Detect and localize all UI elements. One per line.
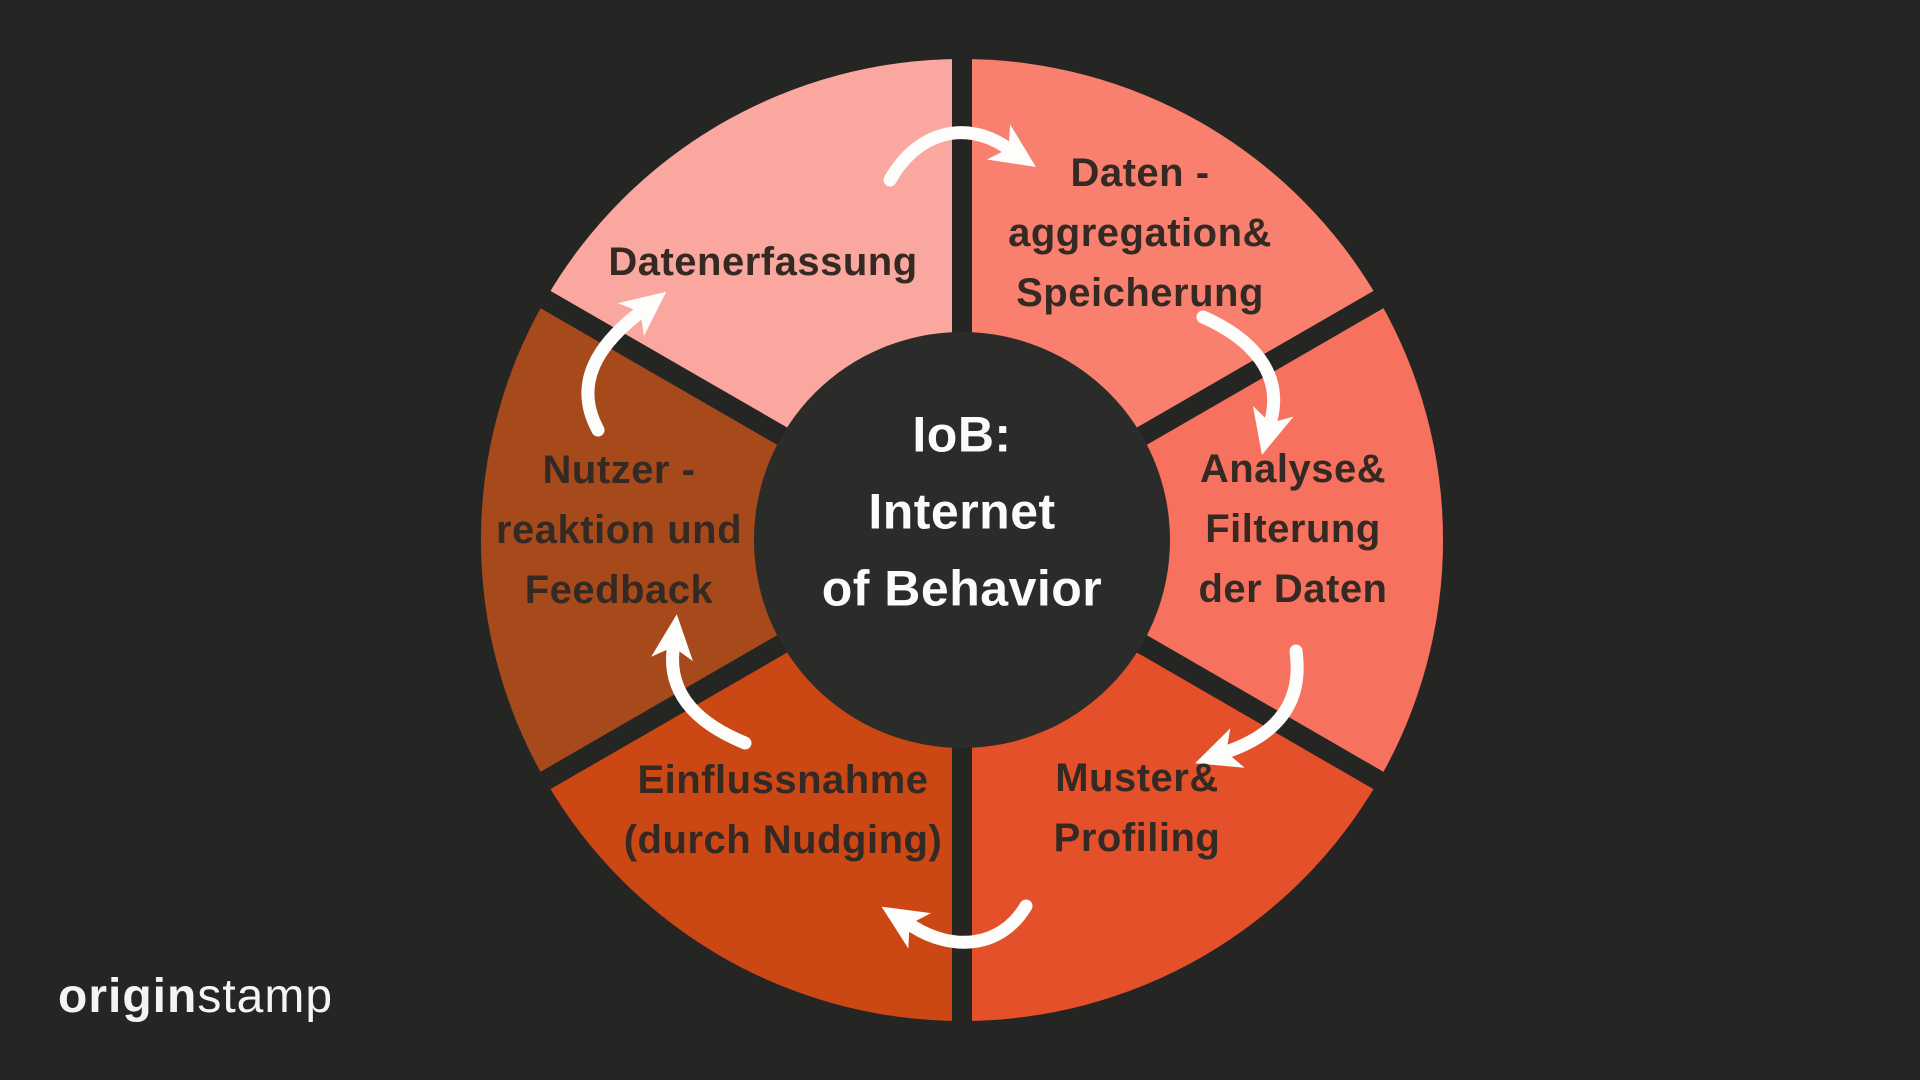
segment-label-line: Analyse& <box>1199 447 1387 491</box>
sector-nutzerreaktion-und-feedback <box>480 299 962 781</box>
segment-label-muster-profiling: Muster& Profiling <box>1054 748 1221 868</box>
segment-label-line: aggregation& <box>1008 211 1272 255</box>
center-title-line: Internet <box>868 483 1056 540</box>
cycle-arrow-2-icon <box>1196 310 1294 455</box>
segment-label-einflussnahme: Einflussnahme (durch Nudging) <box>624 750 943 870</box>
sector-analyse-filterung-der-daten <box>962 299 1444 781</box>
cycle-arrow-3-icon <box>1195 644 1304 768</box>
segment-label-line: Nutzer - <box>542 448 696 492</box>
cycle-arrow-1-icon <box>883 124 1036 187</box>
cycle-arrow-5-icon <box>651 614 752 750</box>
segment-label-line: Profiling <box>1053 816 1221 860</box>
segment-label-line: Feedback <box>524 568 714 612</box>
segment-label-line: Datenerfassung <box>608 240 918 284</box>
segment-label-line: Filterung <box>1205 507 1381 551</box>
segment-label-line: Einflussnahme <box>637 758 929 802</box>
segment-label-datenerfassung: Datenerfassung <box>608 232 917 292</box>
segment-label-datenaggregation-speicherung: Daten - aggregation& Speicherung <box>1008 143 1272 323</box>
segment-label-analyse-filterung: Analyse& Filterung der Daten <box>1199 439 1388 619</box>
cycle-arrow-6-icon <box>581 291 667 437</box>
center-title-line: IoB: <box>912 406 1012 463</box>
originstamp-logo: originstamp <box>58 968 333 1026</box>
center-title-line: of Behavior <box>821 560 1103 617</box>
logo-text-origin: origin <box>58 970 198 1023</box>
segment-label-line: (durch Nudging) <box>623 818 943 862</box>
center-title: IoB: Internet of Behavior <box>822 397 1103 628</box>
segment-label-nutzerreaktion: Nutzer - reaktion und Feedback <box>496 440 742 620</box>
center-circle <box>754 332 1170 748</box>
logo-text-stamp: stamp <box>197 970 334 1023</box>
segment-label-line: reaktion und <box>495 508 743 552</box>
segment-label-line: Daten - <box>1070 151 1210 195</box>
segment-label-line: Speicherung <box>1016 271 1264 315</box>
segment-label-line: der Daten <box>1198 567 1388 611</box>
segment-label-line: Muster& <box>1055 756 1219 800</box>
cycle-arrow-4-icon <box>881 899 1033 949</box>
